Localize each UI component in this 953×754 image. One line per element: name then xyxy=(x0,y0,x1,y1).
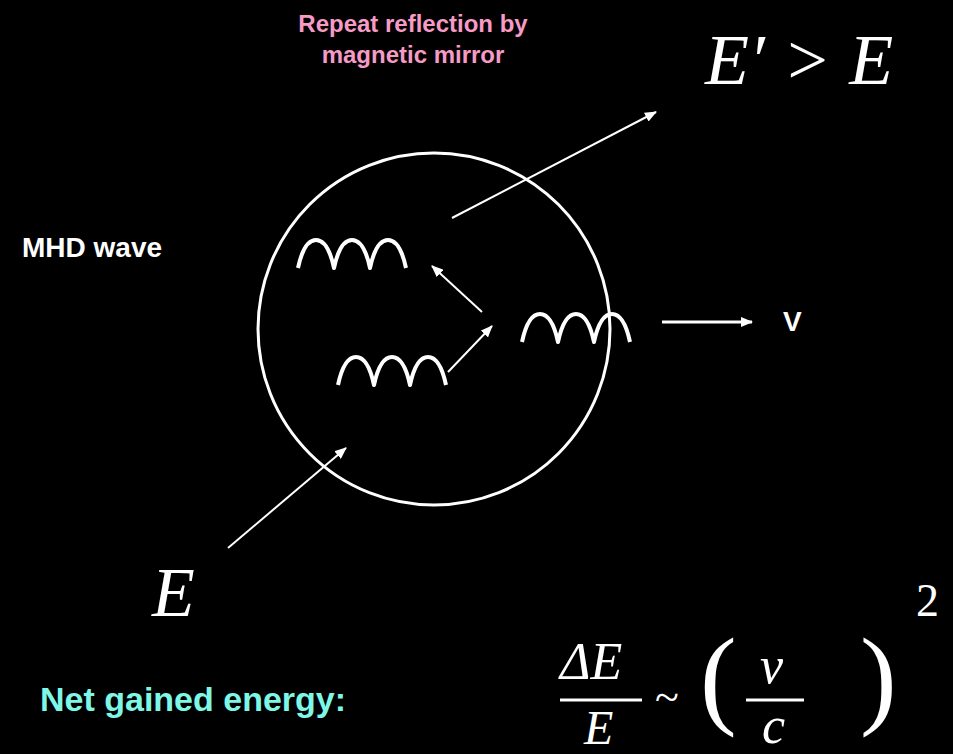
math-text: ( xyxy=(700,622,737,732)
arrow-line xyxy=(662,321,752,324)
caption-text: Net gained energy: xyxy=(40,682,346,716)
math-text: ΔE xyxy=(560,636,622,688)
wave-symbol xyxy=(338,357,446,385)
arrow-line xyxy=(432,266,482,312)
math-text: E xyxy=(584,704,613,752)
arrow-line xyxy=(228,448,346,548)
velocity-label: V xyxy=(783,308,802,336)
math-text: E′ > E xyxy=(705,24,893,96)
arrow-line xyxy=(452,112,656,218)
fraction-bar xyxy=(560,699,642,702)
math-text: ~ xyxy=(655,676,679,720)
math-text: ) xyxy=(860,622,897,732)
math-text: v xyxy=(760,640,783,692)
arrow-line xyxy=(448,326,492,372)
region-label: MHD wave xyxy=(22,234,162,262)
wave-symbol xyxy=(298,240,406,268)
annotation-text: Repeat reflection by magnetic mirror xyxy=(288,8,538,70)
math-text: 2 xyxy=(916,578,939,624)
region-circle xyxy=(258,153,610,505)
math-text: c xyxy=(762,700,785,752)
math-text: E xyxy=(152,558,195,628)
wave-symbol xyxy=(522,314,630,342)
